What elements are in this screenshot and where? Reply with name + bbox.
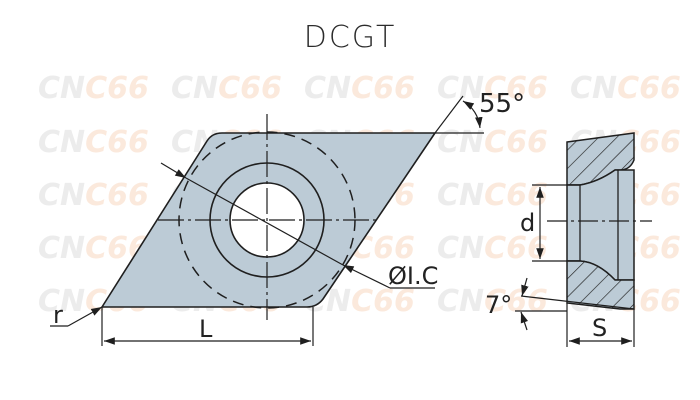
label-corner-radius: r bbox=[53, 301, 63, 329]
diagram-title: DCGT bbox=[303, 20, 397, 55]
watermark-text: CNC66 bbox=[570, 71, 681, 106]
label-inscribed-circle: ØI.C bbox=[388, 262, 438, 290]
label-thickness: S bbox=[592, 314, 607, 342]
label-angle-55: 55° bbox=[479, 89, 525, 119]
watermark-text: CNC66 bbox=[171, 71, 282, 106]
watermark-text: CNC66 bbox=[437, 125, 548, 160]
watermark-text: CNC66 bbox=[304, 71, 415, 106]
watermark-text: CNC66 bbox=[38, 125, 149, 160]
insert-side-view: d 7° S bbox=[485, 132, 652, 347]
watermark-text: CNC66 bbox=[38, 231, 149, 266]
label-clearance-angle: 7° bbox=[485, 291, 512, 319]
label-length: L bbox=[199, 315, 213, 343]
watermark-text: CNC66 bbox=[437, 178, 548, 213]
watermark-text: CNC66 bbox=[38, 178, 149, 213]
watermark-text: CNC66 bbox=[38, 71, 149, 106]
insert-top-view: ØI.C 55° L r bbox=[50, 89, 525, 346]
watermark-text: CNC66 bbox=[304, 284, 415, 319]
label-hole-diameter: d bbox=[520, 209, 535, 237]
watermark-text: CNC66 bbox=[437, 284, 548, 319]
